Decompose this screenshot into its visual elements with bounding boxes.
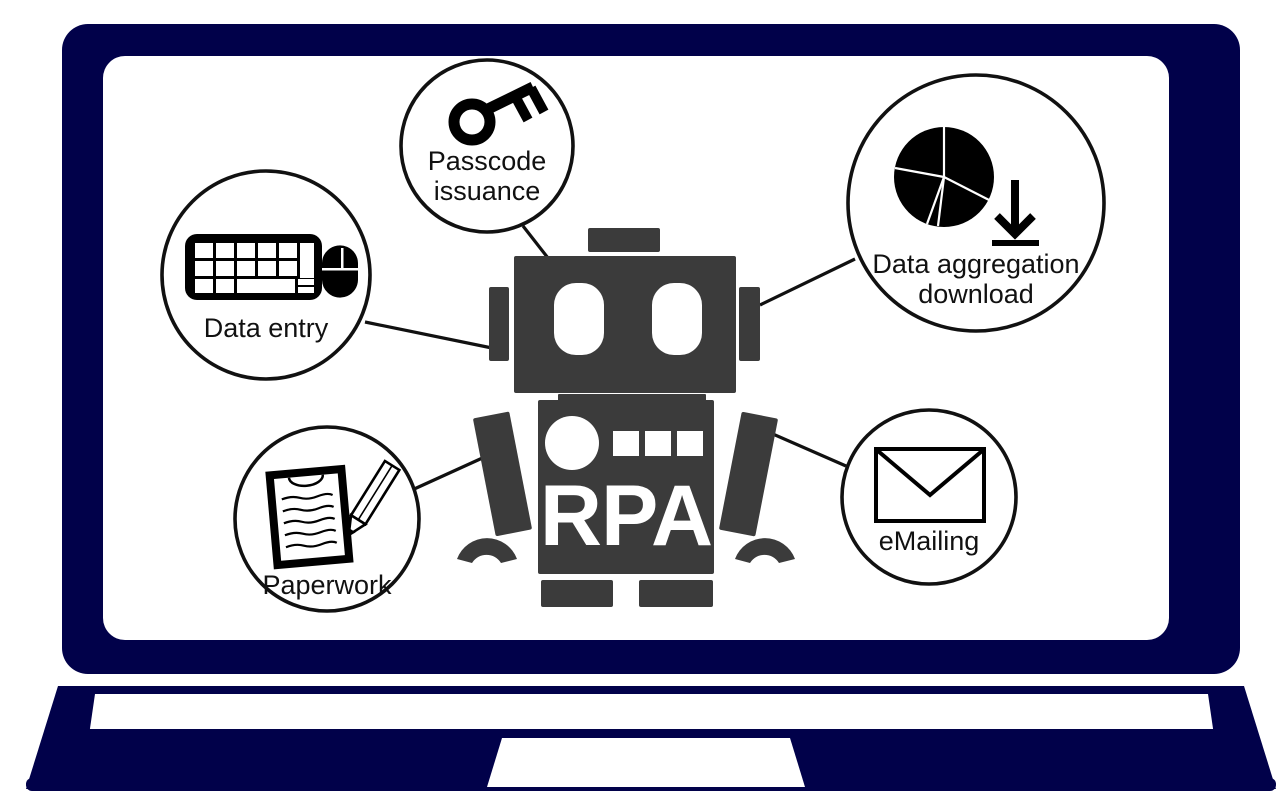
robot-left-arm — [473, 411, 532, 536]
rpa-robot: RPA — [457, 228, 795, 607]
robot-left-ear — [489, 287, 509, 361]
robot-antenna — [588, 228, 660, 252]
robot-right-hand — [735, 538, 795, 563]
laptop-trackpad — [487, 738, 805, 787]
robot-left-leg — [541, 580, 613, 607]
node-data-aggregation-label-line1: Data aggregation — [872, 249, 1079, 279]
pencil-icon — [347, 459, 402, 538]
node-data-entry-label: Data entry — [204, 313, 329, 343]
node-passcode-label-line2: issuance — [434, 176, 541, 206]
node-emailing[interactable]: eMailing — [840, 408, 1018, 586]
pie-chart-icon — [894, 127, 994, 227]
robot-left-hand — [457, 538, 517, 563]
connector-passcode — [521, 225, 550, 259]
keyboard-mouse-icon — [185, 234, 362, 300]
robot-right-ear — [739, 287, 760, 361]
robot-chest-label: RPA — [540, 468, 712, 564]
node-paperwork-label: Paperwork — [262, 570, 392, 600]
node-passcode-label-line1: Passcode — [428, 146, 547, 176]
node-paperwork[interactable]: Paperwork — [233, 425, 421, 613]
node-passcode-circle — [399, 58, 575, 234]
robot-right-leg — [639, 580, 713, 607]
robot-chest-square-2 — [645, 431, 671, 456]
connector-data-entry — [364, 320, 493, 350]
clipboard-pencil-icon — [265, 464, 354, 570]
robot-left-eye — [554, 283, 604, 355]
node-emailing-label: eMailing — [879, 526, 980, 556]
laptop-keyboard-strip — [89, 694, 1214, 729]
envelope-icon — [874, 447, 986, 523]
robot-head — [514, 256, 736, 393]
robot-chest-square-1 — [613, 431, 639, 456]
download-arrow-icon — [992, 180, 1039, 246]
connector-data-aggregation — [759, 257, 856, 307]
robot-right-arm — [719, 412, 778, 537]
key-icon — [448, 82, 549, 146]
node-data-entry[interactable]: Data entry — [160, 169, 372, 381]
node-data-aggregation-label-line2: download — [918, 279, 1034, 309]
robot-chest-square-3 — [677, 431, 703, 456]
node-data-aggregation-download[interactable]: Data aggregation download — [846, 73, 1106, 333]
robot-chest-indicator — [545, 416, 599, 470]
node-passcode-issuance[interactable]: Passcode issuance — [399, 58, 575, 234]
robot-right-eye — [652, 283, 702, 355]
